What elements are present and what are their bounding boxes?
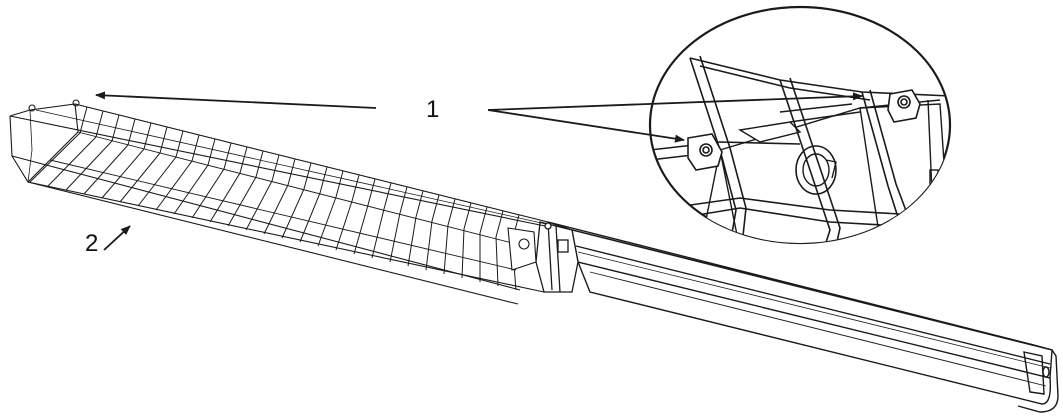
leader-1-to-detail-right-tab	[487, 92, 863, 111]
leader-1-to-guard-clip	[95, 91, 377, 109]
leader-1-to-detail-left-tab	[487, 109, 685, 143]
wire-guard	[9, 99, 549, 305]
callout-leaders	[95, 91, 863, 251]
callout-label-2: 2	[85, 230, 99, 257]
detail-magnifier	[648, 5, 952, 245]
luminaire-housing	[547, 221, 1059, 413]
callout-label-1: 1	[426, 96, 440, 123]
leader-2-to-wire-guard	[103, 225, 131, 251]
housing-end-cap	[535, 221, 579, 293]
